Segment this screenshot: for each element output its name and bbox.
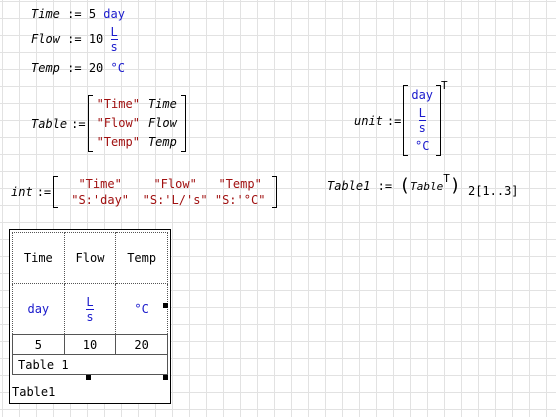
unit-fraction: L s (86, 294, 94, 324)
left-bracket (403, 85, 409, 156)
unit-cell[interactable]: °C (115, 283, 168, 335)
right-bracket (436, 85, 442, 156)
flow-definition[interactable]: Flow := 10 L s (31, 26, 118, 53)
flow-unit-denominator: s (110, 40, 118, 54)
unit-numerator: L (86, 294, 94, 309)
flow-unit: L s (110, 25, 118, 54)
int-expression: int := "Time" "Flow" "Temp" "S:'day" "S:… (11, 176, 278, 208)
transpose-superscript: T (441, 79, 448, 92)
table-widget[interactable]: Time Flow Temp day L s °C 5 10 20 Table … (9, 229, 171, 404)
table-grid: Time Flow Temp day L s °C 5 10 20 Table … (12, 232, 168, 375)
matrix-cell: "S:'day" (71, 193, 130, 207)
unit-expression: unit := day L s °C T (354, 79, 448, 156)
matrix-row: "Time" Time (97, 95, 177, 114)
assign-operator: := (67, 7, 82, 21)
int-definition[interactable]: int := "Time" "Flow" "Temp" "S:'day" "S:… (11, 176, 278, 208)
resize-handle-corner[interactable] (163, 375, 168, 380)
time-definition[interactable]: Time := 5 day (31, 7, 125, 21)
matrix-cell: "Flow" (96, 116, 140, 130)
assign-operator: := (386, 113, 402, 128)
assign-operator: := (71, 116, 86, 131)
fraction-bar (110, 39, 118, 40)
vector-cell: L s (418, 106, 426, 135)
flow-value: 10 (88, 32, 104, 46)
matrix-cell: "Temp" (218, 177, 262, 191)
unit-denominator: s (86, 309, 94, 324)
right-bracket (272, 176, 278, 208)
table-variable: Table (31, 116, 68, 131)
unit-cell[interactable]: L s (63, 283, 117, 335)
left-bracket (87, 95, 93, 152)
resize-handle-right[interactable] (163, 303, 168, 308)
temp-unit: °C (110, 61, 125, 75)
resize-handle-bottom[interactable] (86, 375, 91, 380)
matrix-cell: "Time" (78, 177, 122, 191)
header-cell[interactable]: Time (12, 232, 65, 284)
time-variable: Time (31, 7, 60, 21)
range-subscript: [1..3] (475, 184, 519, 198)
matrix-row: "Flow" Flow (97, 114, 177, 133)
header-cell[interactable]: Flow (63, 232, 117, 284)
assign-operator: := (36, 185, 52, 199)
assign-operator: := (67, 32, 82, 46)
close-paren: ) (449, 175, 461, 196)
table-definition[interactable]: Table := "Time" Time "Flow" Flow "Temp" … (31, 95, 186, 152)
matrix-cell: "S:'L/'s" (142, 193, 208, 207)
table-name-label: Table1 (12, 385, 56, 399)
matrix-cell: "Time" (96, 97, 140, 111)
unit-vector: day L s °C (408, 85, 436, 156)
temp-definition[interactable]: Temp := 20 °C (31, 61, 125, 75)
time-unit: day (103, 7, 125, 21)
assign-operator: := (377, 179, 393, 193)
int-variable: int (11, 185, 33, 199)
matrix-row: "Temp" Temp (97, 133, 177, 152)
fraction-bar (86, 308, 94, 310)
matrix-cell: Flow (147, 116, 177, 130)
value-cell[interactable]: 20 (115, 334, 168, 355)
table1-variable: Table1 (327, 179, 371, 193)
unit-row: day L s °C (12, 283, 168, 335)
header-cell[interactable]: Temp (115, 232, 168, 284)
fraction-bar (418, 120, 426, 121)
matrix-cell: Time (147, 97, 177, 111)
vector-cell: °C (414, 139, 430, 153)
temp-variable: Temp (31, 61, 60, 75)
flow-unit-numerator: L (110, 25, 118, 39)
matrix-row: "Time" "Flow" "Temp" (60, 176, 270, 192)
left-bracket (53, 176, 59, 208)
matrix-cell: "Temp" (96, 135, 140, 149)
temp-value: 20 (88, 61, 104, 75)
assign-operator: := (67, 61, 82, 75)
value-cell[interactable]: 10 (63, 334, 117, 355)
flow-variable: Flow (31, 32, 60, 46)
unit-denominator: s (418, 121, 426, 135)
table1-definition[interactable]: Table1 := (TableT) 2[1..3] (327, 172, 519, 198)
caption-row: Table 1 (12, 354, 168, 375)
vector-cell: day (411, 88, 434, 102)
matrix-cell: "S:'°C" (214, 193, 266, 207)
table-expression: Table := "Time" Time "Flow" Flow "Temp" … (31, 95, 186, 152)
table-variable: Table (410, 180, 444, 193)
header-row: Time Flow Temp (12, 232, 168, 284)
open-paren: ( (399, 175, 411, 196)
int-matrix: "Time" "Flow" "Temp" "S:'day" "S:'L/'s" … (58, 176, 272, 208)
value-row: 5 10 20 (12, 334, 168, 355)
table-matrix: "Time" Time "Flow" Flow "Temp" Temp (93, 95, 181, 152)
value-cell[interactable]: 5 (12, 334, 65, 355)
unit-cell[interactable]: day (12, 283, 65, 335)
matrix-cell: "Flow" (153, 177, 197, 191)
table-caption[interactable]: Table 1 (12, 354, 168, 375)
unit-variable: unit (354, 113, 383, 128)
transpose-superscript: T (443, 172, 450, 185)
matrix-row: "S:'day" "S:'L/'s" "S:'°C" (60, 192, 270, 208)
right-bracket (180, 95, 186, 152)
matrix-cell: Temp (147, 135, 177, 149)
unit-definition[interactable]: unit := day L s °C T (354, 79, 448, 156)
unit-numerator: L (418, 106, 426, 120)
column-subscript: 2 (467, 184, 476, 198)
time-value: 5 (88, 7, 97, 21)
